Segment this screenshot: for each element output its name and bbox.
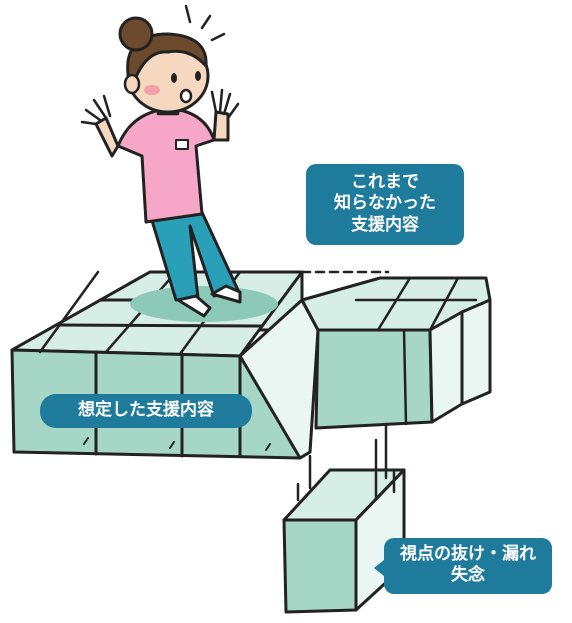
oversight-line-1: 視点の抜け・漏れ: [400, 544, 536, 564]
oversight-label: 視点の抜け・漏れ 失念: [374, 538, 552, 594]
unknown-support-line-3: 支援内容: [351, 214, 419, 235]
unknown-support-label: これまで 知らなかった 支援内容: [306, 164, 464, 245]
surprise-lines-icon: [184, 4, 226, 42]
nurse-character: [80, 16, 278, 322]
oversight-line-2: 失念: [451, 565, 485, 586]
expected-support-label: 想定した支援内容: [40, 394, 252, 429]
unknown-support-line-2: 知らなかった: [334, 193, 436, 214]
falling-block: [282, 422, 406, 614]
unknown-support-block: [300, 270, 492, 430]
unknown-support-line-1: これまで: [351, 172, 419, 192]
expected-support-text: 想定した支援内容: [78, 400, 214, 420]
